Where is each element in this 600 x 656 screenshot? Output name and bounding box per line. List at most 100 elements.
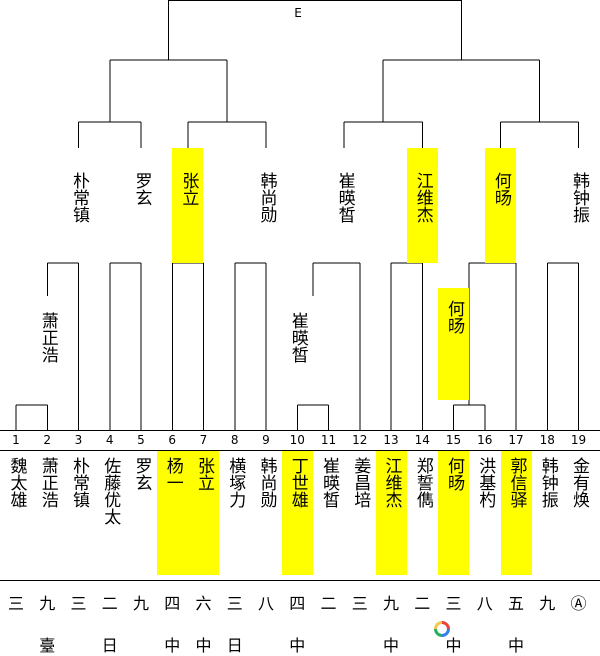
player-name-13: 江维杰 — [379, 457, 403, 508]
round2-winner-3: 张立 — [176, 172, 200, 206]
player-score-12: 三 — [351, 594, 368, 613]
player-name-8-label: 横塚力 — [225, 457, 246, 508]
player-name-18: 韩钟振 — [535, 457, 559, 508]
group-title: E — [294, 6, 302, 20]
player-region-13: 中 — [382, 636, 399, 655]
highlight-box-seed-13 — [375, 450, 407, 575]
player-name-9-label: 韩尚勋 — [256, 457, 277, 508]
player-name-9: 韩尚勋 — [254, 457, 278, 508]
player-score-4: 二 — [101, 594, 118, 613]
seed-number-18: 18 — [539, 433, 555, 447]
seed-number-14: 14 — [414, 433, 430, 447]
player-name-5-label: 罗玄 — [131, 457, 152, 491]
player-name-3: 朴常镇 — [67, 457, 91, 508]
player-name-17: 郭信驿 — [504, 457, 528, 508]
player-name-11: 崔暎皙 — [317, 457, 341, 508]
round2-winner-2-label: 罗玄 — [131, 172, 152, 206]
player-name-6: 杨一 — [160, 457, 184, 491]
seed-number-4: 4 — [105, 433, 114, 447]
player-name-10-label: 丁世雄 — [287, 457, 308, 508]
seed-number-11: 11 — [320, 433, 337, 447]
player-region-8: 日 — [226, 636, 243, 655]
player-region-15: 中 — [445, 636, 462, 655]
player-name-13-label: 江维杰 — [381, 457, 402, 508]
seed-number-1: 1 — [12, 433, 20, 447]
round2-winner-8-label: 韩钟振 — [569, 172, 589, 223]
highlight-box-seed-10 — [281, 450, 313, 575]
round1-winner-2: 崔暎皙 — [285, 312, 309, 363]
player-score-9: 八 — [257, 594, 274, 613]
player-name-1: 魏太雄 — [4, 457, 28, 508]
player-name-2: 萧正浩 — [35, 457, 59, 508]
seed-number-8: 8 — [230, 433, 239, 447]
seed-number-17: 17 — [508, 433, 524, 447]
player-name-7: 张立 — [192, 457, 216, 491]
player-score-17: 五 — [507, 594, 524, 613]
player-name-14-label: 郑誓儁 — [412, 457, 433, 508]
seed-number-5: 5 — [137, 433, 145, 447]
player-score-3: 三 — [70, 594, 87, 613]
round2-winner-1: 朴常镇 — [67, 172, 91, 223]
round1-winner-3: 何旸 — [442, 300, 466, 334]
seed-number-19: 19 — [570, 433, 587, 447]
seed-number-2: 2 — [43, 433, 52, 447]
highlight-box-r2-7 — [484, 148, 516, 263]
player-name-6-label: 杨一 — [162, 457, 183, 491]
player-name-8: 横塚力 — [223, 457, 247, 508]
player-score-13: 九 — [382, 594, 399, 613]
round2-winner-6-label: 江维杰 — [412, 172, 433, 223]
player-region-10: 中 — [289, 636, 306, 655]
seed-number-10: 10 — [289, 433, 305, 447]
round2-winner-3-label: 张立 — [178, 172, 199, 206]
player-name-3-label: 朴常镇 — [69, 457, 89, 508]
player-name-10: 丁世雄 — [285, 457, 309, 508]
seed-number-7: 7 — [199, 433, 208, 447]
player-region-4: 日 — [101, 636, 118, 655]
player-name-7-label: 张立 — [194, 457, 214, 491]
player-score-1: 三 — [7, 594, 24, 613]
table-bottom-line — [0, 580, 600, 581]
player-name-17-label: 郭信驿 — [506, 457, 527, 508]
player-region-6: 中 — [164, 636, 181, 655]
player-name-4-label: 佐藤优太 — [100, 457, 121, 525]
player-score-10: 四 — [289, 594, 306, 613]
table-top-line — [0, 430, 600, 431]
player-name-15-label: 何旸 — [444, 457, 464, 491]
round2-winner-1-label: 朴常镇 — [69, 172, 89, 223]
seed-number-15: 15 — [445, 433, 462, 447]
player-score-7: 六 — [195, 594, 212, 613]
round2-winner-8: 韩钟振 — [567, 172, 591, 223]
player-score-14: 二 — [414, 594, 431, 613]
player-name-19-label: 金有焕 — [569, 457, 589, 508]
player-name-2-label: 萧正浩 — [37, 457, 58, 508]
round1-winner-2-label: 崔暎皙 — [287, 312, 308, 363]
highlight-box-seed-17 — [500, 450, 532, 575]
player-name-15: 何旸 — [442, 457, 466, 491]
player-score-8: 三 — [226, 594, 243, 613]
highlight-box-seed-6 — [156, 450, 188, 575]
highlight-box-r1-3 — [438, 288, 469, 400]
player-name-11-label: 崔暎皙 — [319, 457, 339, 508]
highlight-box-r2-6 — [406, 148, 438, 263]
highlight-box-seed-15 — [438, 450, 469, 575]
player-name-1-label: 魏太雄 — [6, 457, 27, 508]
player-score-2: 九 — [39, 594, 56, 613]
player-name-14: 郑誓儁 — [410, 457, 434, 508]
round2-winner-7-label: 何旸 — [490, 172, 511, 206]
player-score-6: 四 — [164, 594, 181, 613]
round2-winner-7: 何旸 — [488, 172, 512, 206]
player-name-19: 金有焕 — [567, 457, 591, 508]
player-score-16: 八 — [476, 594, 493, 613]
player-name-5: 罗玄 — [129, 457, 153, 491]
round1-winner-1-label: 萧正浩 — [37, 312, 58, 363]
player-name-12: 姜昌培 — [348, 457, 372, 508]
round2-winner-4-label: 韩尚勋 — [256, 172, 277, 223]
player-name-12-label: 姜昌培 — [350, 457, 371, 508]
round2-winner-6: 江维杰 — [410, 172, 434, 223]
round1-winner-1: 萧正浩 — [35, 312, 59, 363]
player-name-18-label: 韩钟振 — [537, 457, 558, 508]
seed-number-16: 16 — [477, 433, 493, 447]
round2-winner-5-label: 崔暎皙 — [334, 172, 355, 223]
player-score-19: Ⓐ — [570, 594, 587, 613]
watermark-logo-icon — [434, 621, 450, 637]
